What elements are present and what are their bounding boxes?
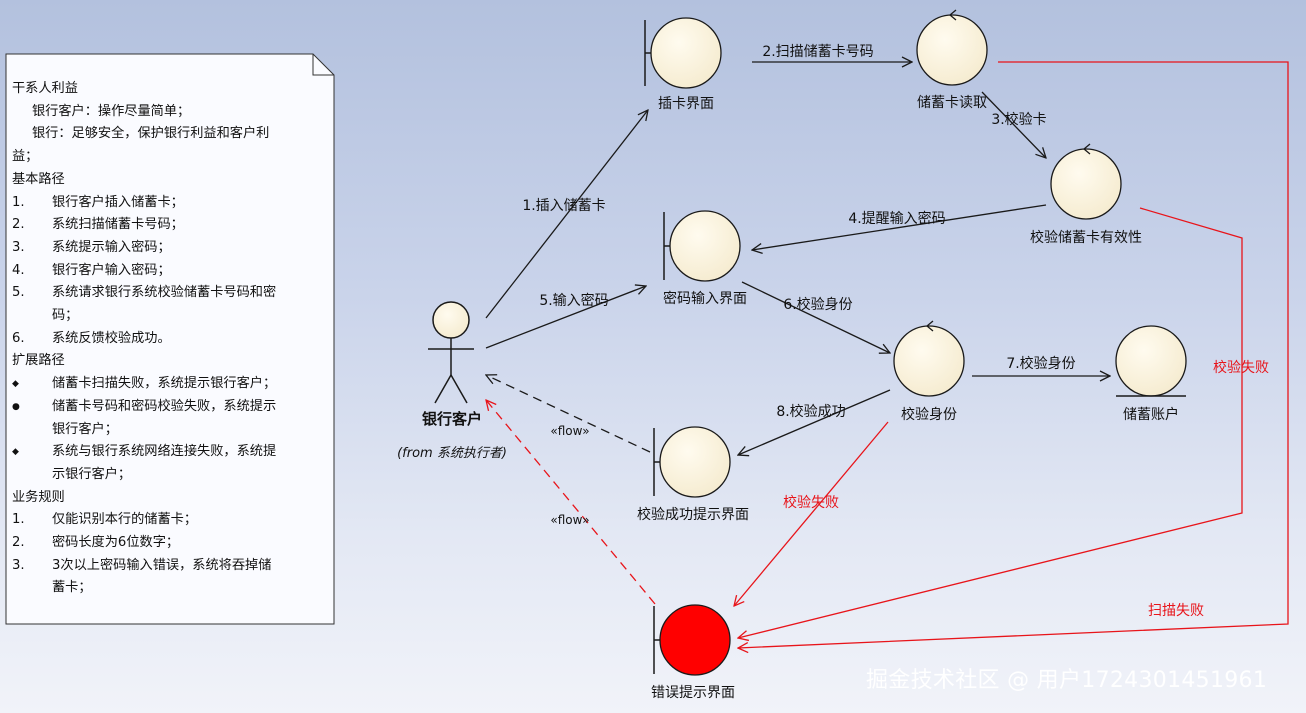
ext-item-cont: 示银行客户； — [12, 464, 334, 487]
rule-item-cont: 蓄卡； — [12, 577, 334, 600]
note-heading-rules: 业务规则 — [12, 489, 65, 505]
rule-item: 3. 3次以上密码输入错误，系统将吞掉储 — [12, 555, 334, 578]
ext-item-text-cont: 银行客户； — [52, 421, 118, 437]
rule-num: 1. — [12, 512, 25, 528]
message-label-7: 7.校验身份 — [1006, 355, 1075, 372]
note-stakeholder-1: 银行客户：操作尽量简单； — [32, 103, 191, 119]
message-line-1 — [485, 110, 648, 319]
basic-step: 5. 系统请求银行系统校验储蓄卡号码和密 — [12, 282, 334, 305]
ext-item-text: 系统与银行系统网络连接失败，系统提 — [52, 444, 277, 460]
rule-num: 3. — [12, 557, 25, 573]
ext-item-text: 储蓄卡号码和密码校验失败，系统提示 — [52, 398, 277, 414]
ext-item-text-cont: 示银行客户； — [52, 466, 132, 482]
actor-bank-customer — [428, 301, 474, 404]
ext-item: ◆ 系统与银行系统网络连接失败，系统提 — [12, 441, 334, 464]
label-password-ui: 密码输入界面 — [663, 290, 747, 307]
rule-num: 2. — [12, 535, 25, 551]
bullet-icon: ◆ — [12, 379, 19, 390]
fail-scan-line — [738, 61, 1289, 648]
rule-item: 2. 密码长度为6位数字； — [12, 532, 334, 555]
rule-text: 3次以上密码输入错误，系统将吞掉储 — [52, 557, 272, 573]
bullet-icon: ◆ — [12, 447, 19, 458]
message-label-6: 6.校验身份 — [783, 296, 852, 313]
control-identity-check — [893, 320, 965, 397]
basic-step-text: 系统扫描储蓄卡号码； — [52, 217, 184, 233]
basic-step-cont: 码； — [12, 305, 334, 328]
boundary-password-ui — [663, 210, 741, 282]
fail-validity-line — [738, 207, 1243, 638]
basic-step-text: 系统提示输入密码； — [52, 239, 171, 255]
message-label-8: 8.校验成功 — [776, 403, 845, 420]
note-heading-basic: 基本路径 — [12, 171, 65, 187]
basic-step-text: 银行客户输入密码； — [52, 262, 171, 278]
basic-step: 4. 银行客户输入密码； — [12, 260, 334, 283]
label-success-ui: 校验成功提示界面 — [637, 506, 749, 523]
requirements-note — [5, 53, 335, 625]
message-line-6 — [741, 281, 890, 353]
note-content: 干系人利益 银行客户：操作尽量简单； 银行：足够安全，保护银行利益和客户利 益；… — [12, 78, 334, 600]
rule-text-cont: 蓄卡； — [52, 580, 92, 596]
actor-head — [432, 301, 470, 339]
message-line-4 — [752, 204, 1047, 250]
note-stakeholder-2-cont: 益； — [12, 149, 39, 165]
fail-identity-line — [734, 421, 889, 606]
label-savings-account: 储蓄账户 — [1123, 406, 1179, 423]
basic-step-text: 系统反馈校验成功。 — [52, 330, 171, 346]
watermark: 掘金技术社区 @ 用户1724301451961 — [866, 668, 1268, 693]
boundary-error-ui — [653, 604, 731, 676]
label-card-validity: 校验储蓄卡有效性 — [1030, 229, 1142, 246]
actor-name: 银行客户 — [422, 410, 482, 428]
control-card-reader — [916, 9, 988, 86]
message-label-5: 5.输入密码 — [539, 292, 608, 309]
basic-step-num: 4. — [12, 262, 25, 278]
rule-text: 密码长度为6位数字； — [52, 535, 180, 551]
basic-step-text: 系统请求银行系统校验储蓄卡号码和密 — [52, 285, 277, 301]
label-identity-check: 校验身份 — [901, 406, 957, 423]
fail-label-scan: 扫描失败 — [1148, 603, 1204, 619]
boundary-success-ui — [653, 426, 731, 498]
basic-step: 6. 系统反馈校验成功。 — [12, 328, 334, 351]
message-line-3 — [981, 91, 1046, 158]
actor-from: (from 系统执行者) — [397, 446, 507, 461]
control-card-validity — [1050, 143, 1122, 220]
label-card-reader: 储蓄卡读取 — [917, 94, 987, 111]
fail-label-validity: 校验失败 — [1213, 359, 1269, 376]
ext-item: ◆ 储蓄卡扫描失败，系统提示银行客户； — [12, 373, 334, 396]
basic-step: 3. 系统提示输入密码； — [12, 237, 334, 260]
entity-savings-account — [1115, 325, 1187, 397]
basic-step-num: 1. — [12, 194, 25, 210]
basic-step-num: 5. — [12, 285, 25, 301]
flow-label-1: «flow» — [550, 424, 589, 438]
boundary-insert-card-ui — [644, 17, 722, 89]
label-error-ui: 错误提示界面 — [651, 685, 735, 701]
rule-item: 1. 仅能识别本行的储蓄卡； — [12, 509, 334, 532]
basic-step: 2. 系统扫描储蓄卡号码； — [12, 214, 334, 237]
basic-step-num: 6. — [12, 330, 25, 346]
flow-line-1 — [486, 375, 651, 453]
ext-item: ● 储蓄卡号码和密码校验失败，系统提示 — [12, 396, 334, 419]
basic-step-text-cont: 码； — [52, 308, 79, 324]
ext-item-text: 储蓄卡扫描失败，系统提示银行客户； — [52, 376, 277, 392]
message-label-1: 1.插入储蓄卡 — [522, 198, 605, 214]
message-line-5 — [485, 286, 646, 349]
message-label-3: 3.校验卡 — [991, 111, 1046, 128]
note-heading-stakeholders: 干系人利益 — [12, 81, 78, 96]
message-line-8 — [738, 389, 891, 455]
label-insert-card-ui: 插卡界面 — [658, 96, 714, 112]
basic-step: 1. 银行客户插入储蓄卡； — [12, 192, 334, 215]
basic-step-num: 2. — [12, 217, 25, 233]
note-heading-ext: 扩展路径 — [12, 353, 65, 369]
note-stakeholder-2: 银行：足够安全，保护银行利益和客户利 — [32, 126, 270, 142]
fail-label-identity: 校验失败 — [783, 494, 839, 511]
ext-item-cont: 银行客户； — [12, 419, 334, 442]
flow-label-2: «flow» — [550, 513, 589, 527]
basic-step-text: 银行客户插入储蓄卡； — [52, 194, 184, 210]
bullet-icon: ● — [12, 401, 20, 412]
rule-text: 仅能识别本行的储蓄卡； — [52, 512, 198, 528]
message-label-4: 4.提醒输入密码 — [848, 210, 945, 227]
basic-step-num: 3. — [12, 239, 25, 255]
message-label-2: 2.扫描储蓄卡号码 — [762, 44, 873, 60]
